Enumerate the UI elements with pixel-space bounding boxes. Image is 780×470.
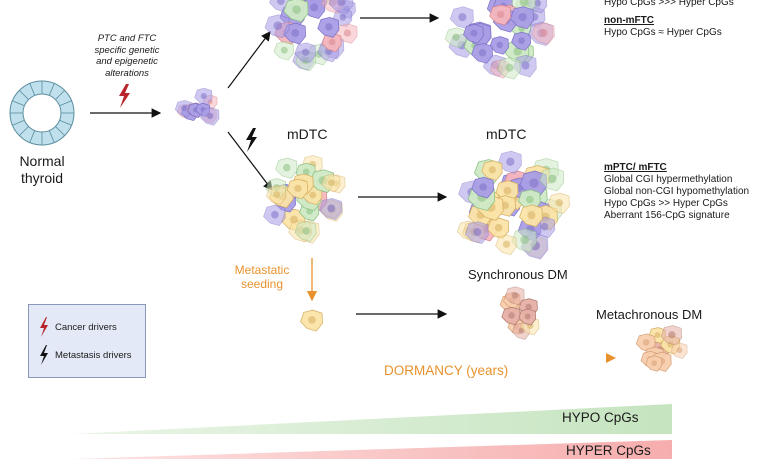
synchronous-dm-label: Synchronous DM (468, 267, 568, 282)
dormancy-label: DORMANCY (years) (384, 363, 509, 378)
mid-annotation-line: Aberrant 156-CpG signature (604, 210, 730, 221)
alterations-line3: and epigenetic (96, 56, 158, 67)
mdtc-right-cluster (456, 150, 570, 260)
alterations-line2: specific genetic (94, 44, 160, 56)
mid-annotation: mPTC/ mFTC Global CGI hypermethylation G… (604, 162, 749, 222)
alterations-label: PTC and FTC specific genetic and epigene… (82, 33, 172, 79)
arrow-early-to-mdtc (227, 131, 273, 191)
hyper-cpgs-label: HYPER CpGs (566, 443, 651, 458)
early-tumor-cluster (174, 87, 220, 126)
normal-thyroid-line2: thyroid (20, 170, 64, 186)
mid-annotation-heading: mPTC/ mFTC (604, 162, 667, 173)
top-left-tumor-cluster (264, 0, 358, 71)
legend-box: Cancer drivers Metastasis drivers (28, 304, 146, 378)
dormancy-arrowhead (606, 353, 616, 363)
metastatic-line2: seeding (240, 277, 284, 291)
mdtc-left-cluster (263, 155, 346, 244)
alterations-line1: PTC and FTC (97, 33, 157, 44)
alterations-line4: alterations (105, 67, 149, 79)
synchronous-dm-cluster (499, 286, 540, 340)
mid-annotation-line: Global CGI hypermethylation (604, 174, 733, 185)
top-annotation-heading: non-mFTC (604, 15, 654, 26)
cancer-driver-bolt-icon (119, 84, 130, 108)
hypo-cpg-wedge (72, 404, 672, 434)
metastatic-seeding-label: Metastatic seeding (222, 263, 302, 291)
arrow-early-to-top (227, 31, 271, 89)
legend-metastasis-label: Metastasis drivers (55, 349, 132, 361)
black-bolt-icon (40, 345, 48, 365)
top-annotation-line2: Hypo CpGs ≈ Hyper CpGs (604, 27, 722, 38)
legend-cancer-label: Cancer drivers (55, 321, 117, 333)
metachronous-dm-label: Metachronous DM (596, 307, 703, 322)
top-annotation-line1: Hypo CpGs >>> Hyper CpGs (604, 0, 734, 8)
top-right-tumor-cluster (444, 0, 555, 80)
mdtc-right-label: mDTC (486, 126, 527, 142)
normal-thyroid-follicle (9, 80, 75, 146)
legend-row-cancer: Cancer drivers (39, 317, 117, 337)
red-bolt-icon (40, 317, 48, 337)
normal-thyroid-line1: Normal (19, 153, 65, 169)
legend-row-metastasis: Metastasis drivers (39, 345, 132, 365)
hypo-cpgs-label: HYPO CpGs (562, 410, 639, 425)
seeded-tumor-cell (300, 309, 323, 332)
metastasis-driver-bolt-icon (246, 128, 257, 152)
hyper-cpg-wedge (72, 440, 672, 459)
metastatic-line1: Metastatic (234, 263, 290, 277)
top-annotation: Hypo CpGs >>> Hyper CpGs non-mFTC Hypo C… (604, 0, 734, 39)
metachronous-dm-cluster (635, 325, 688, 372)
mdtc-left-label: mDTC (287, 126, 328, 142)
mid-annotation-line: Hypo CpGs >> Hyper CpGs (604, 198, 728, 209)
mid-annotation-line: Global non-CGI hypomethylation (604, 186, 750, 197)
normal-thyroid-label: Normal thyroid (0, 153, 84, 187)
